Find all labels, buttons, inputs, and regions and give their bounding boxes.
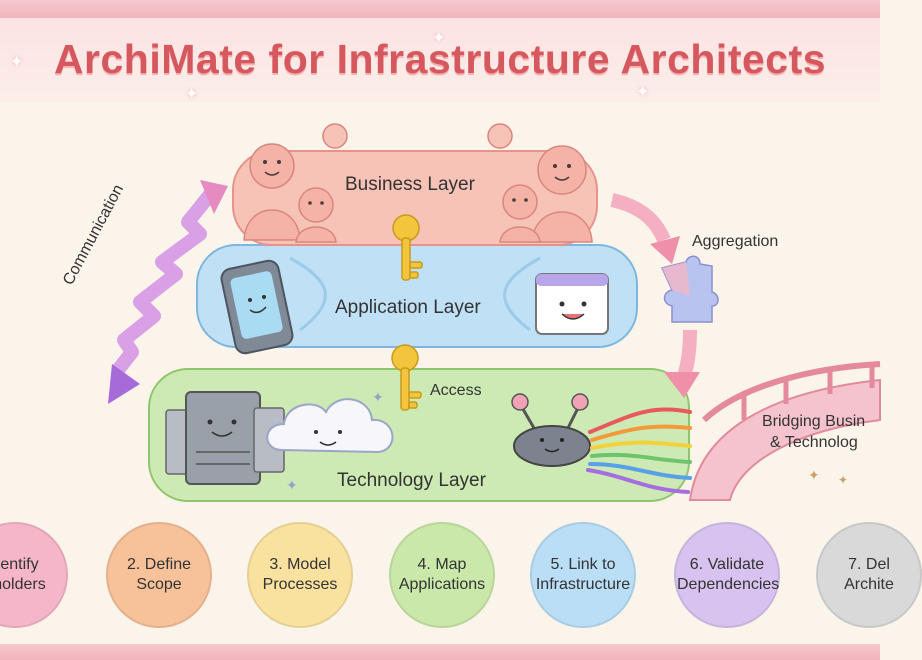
browser-window-icon (535, 273, 609, 335)
decor-curve (503, 256, 541, 332)
sparkle-icon: ✦ (286, 478, 298, 494)
top-border (0, 0, 880, 18)
sparkle-icon: ✦ (808, 468, 820, 484)
bottom-border (0, 644, 880, 660)
business-layer-label: Business Layer (345, 174, 475, 195)
sparkle-icon: ✦ (432, 30, 446, 47)
puzzle-icon (660, 255, 719, 323)
technology-layer-label: Technology Layer (337, 470, 486, 491)
key-icon (391, 344, 422, 411)
phone-icon (220, 259, 294, 355)
face-icon (263, 160, 571, 205)
access-label: Access (430, 382, 482, 399)
sparkle-icon: ✦ (10, 54, 24, 71)
cables-icon (586, 407, 692, 494)
aggregation-label: Aggregation (692, 233, 779, 250)
sparkle-icon: ✦ (372, 390, 384, 406)
sparkle-icon: ✦ (636, 84, 650, 101)
bridging-label-line2: & Technolog (770, 434, 858, 451)
aggregation-arrow (610, 193, 700, 398)
title-banner (0, 18, 880, 102)
key-icon (392, 214, 423, 281)
page-title: ArchiMate for Infrastructure Architects (53, 36, 827, 82)
cloud-icon (266, 398, 394, 454)
bridging-label-line1: Bridging Busin (762, 413, 866, 430)
diagram-illustrations: ✦ ✦ (108, 123, 881, 501)
decor-curve (289, 256, 327, 332)
application-layer-label: Application Layer (335, 297, 481, 318)
people-icon (243, 123, 593, 243)
bridge-icon (688, 361, 881, 501)
communication-arrow (108, 180, 228, 404)
sparkle-icon: ✦ (838, 473, 848, 487)
sparkle-icon: ✦ (185, 86, 199, 103)
router-icon (511, 393, 591, 467)
